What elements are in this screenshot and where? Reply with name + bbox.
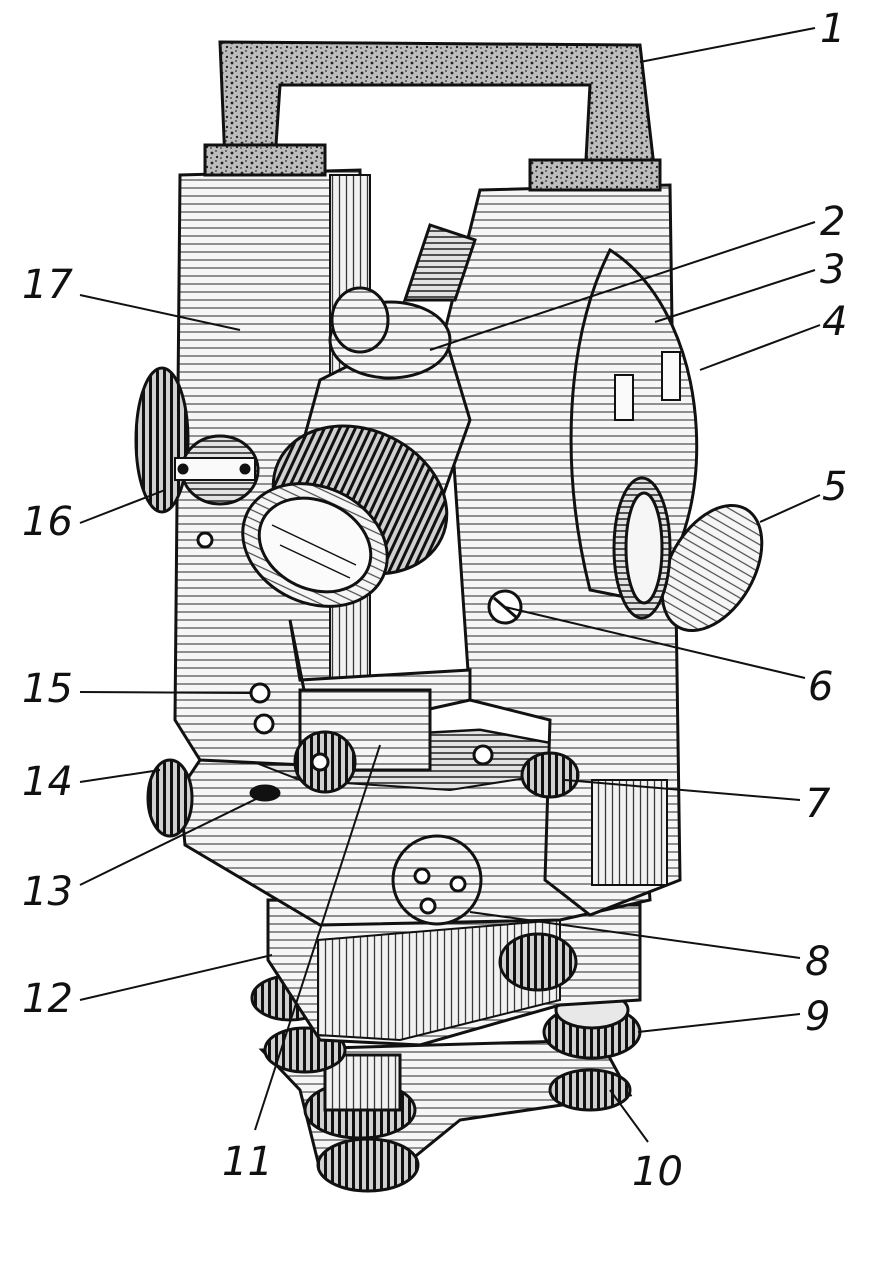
callout-2: 2 bbox=[820, 199, 845, 245]
levelling-screw-right bbox=[542, 990, 642, 1112]
callout-10: 10 bbox=[632, 1149, 683, 1195]
callout-8: 8 bbox=[805, 939, 830, 985]
callout-12: 12 bbox=[22, 976, 73, 1022]
callout-14: 14 bbox=[22, 759, 73, 805]
illumination-mirror bbox=[660, 503, 764, 633]
levelling-screw-front bbox=[303, 1053, 420, 1193]
callout-numbers: 1 2 3 4 5 6 7 8 9 10 11 12 13 14 15 16 1… bbox=[22, 6, 847, 1195]
tangent-screw-lower bbox=[498, 932, 578, 992]
callout-7: 7 bbox=[805, 781, 831, 827]
callout-9: 9 bbox=[805, 994, 830, 1040]
theodolite-illustration bbox=[134, 40, 764, 1193]
callout-5: 5 bbox=[822, 464, 847, 510]
telescope bbox=[241, 223, 477, 608]
clamp-disc bbox=[391, 834, 483, 926]
callout-1: 1 bbox=[820, 6, 845, 52]
callout-6: 6 bbox=[808, 664, 833, 710]
knob-left bbox=[146, 758, 194, 838]
callout-17: 17 bbox=[22, 262, 73, 308]
leader-lines bbox=[79, 27, 821, 1143]
callout-4: 4 bbox=[822, 299, 847, 345]
callout-13: 13 bbox=[22, 869, 73, 915]
callout-11: 11 bbox=[222, 1139, 273, 1185]
callout-16: 16 bbox=[22, 499, 73, 545]
callout-3: 3 bbox=[820, 247, 845, 293]
callout-15: 15 bbox=[22, 666, 73, 712]
tangent-screw-alidade bbox=[520, 751, 580, 799]
